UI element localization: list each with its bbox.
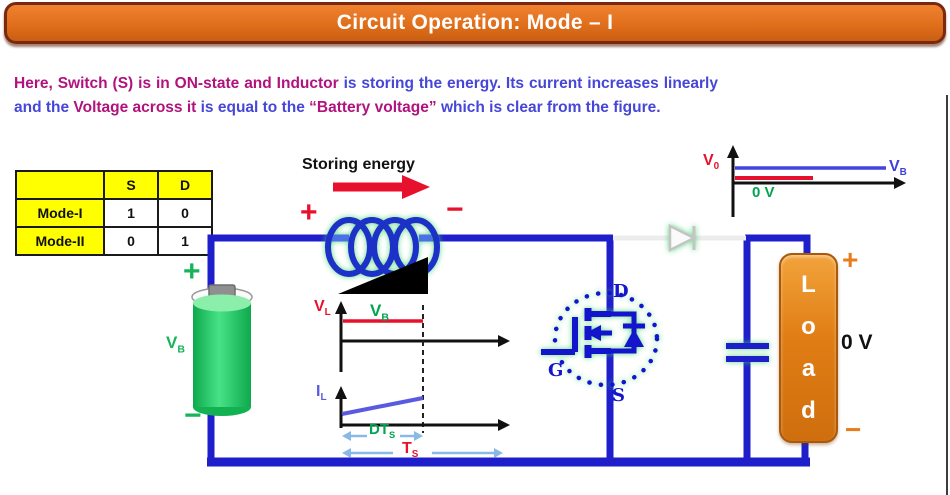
mode2-label: Mode-II [15, 226, 105, 256]
mode2-s-value: 0 [103, 226, 159, 256]
output-minus-sign: − [845, 414, 862, 445]
table-row: Mode-II 0 1 [15, 226, 213, 256]
storing-energy-arrow [333, 175, 430, 199]
il-axis-label: IL [316, 383, 327, 404]
load-block: L o a d [779, 253, 838, 443]
load-letter: L [801, 271, 816, 298]
mode1-label: Mode-I [15, 198, 105, 228]
v0-axis-label: V0 [703, 152, 720, 173]
load-letter: o [801, 313, 816, 340]
storing-energy-label: Storing energy [302, 156, 415, 173]
capacitor-icon [726, 343, 769, 362]
slide-edge-divider [946, 95, 948, 495]
mode1-s-value: 1 [103, 198, 159, 228]
intro-segment: which is clear from the figure. [440, 98, 661, 116]
diode-icon [668, 223, 697, 253]
circuit-wires [207, 234, 811, 467]
mode1-d-value: 0 [157, 198, 213, 228]
load-letter: d [801, 397, 816, 424]
intro-segment: Here, Switch (S) is in ON-state and Indu… [14, 74, 344, 92]
mode-table-header-row: S D [15, 170, 213, 200]
mosfet-drain-label: D [613, 281, 629, 302]
output-plus-sign: + [842, 244, 859, 275]
title-banner: Circuit Operation: Mode – I [4, 2, 946, 44]
battery-plus-sign: + [183, 255, 201, 288]
mode-table-header-s: S [103, 170, 159, 200]
vl-axis-label: VL [314, 298, 331, 319]
load-letter: a [801, 355, 816, 382]
battery-minus-sign: − [184, 399, 202, 432]
output-voltage-graph [727, 145, 906, 217]
intro-segment: is storing the energy. Its current incre… [14, 74, 718, 116]
battery-icon [191, 284, 253, 416]
inductor-minus-sign: − [446, 193, 464, 226]
battery-voltage-label: VB [166, 333, 185, 356]
dts-span-label: DTS [369, 421, 396, 440]
page-title: Circuit Operation: Mode – I [336, 11, 614, 34]
intro-paragraph: Here, Switch (S) is in ON-state and Indu… [14, 72, 718, 120]
mode-table: S D Mode-I 1 0 Mode-II 0 1 [15, 170, 213, 256]
mode-table-header-d: D [157, 170, 213, 200]
vb-output-label: VB [889, 158, 907, 179]
mosfet-gate-label: G [548, 360, 564, 381]
ts-span-label: TS [402, 440, 419, 461]
inductor-icon [325, 217, 440, 277]
vb-level-label: VB [370, 301, 389, 324]
mode-table-corner-cell [15, 170, 105, 200]
table-row: Mode-I 1 0 [15, 198, 213, 228]
inductor-plus-sign: + [300, 196, 318, 229]
output-voltage-value: 0 V [841, 331, 873, 354]
intro-segment: “Battery voltage” [309, 98, 441, 116]
intro-segment: is equal to the [200, 98, 310, 116]
mosfet-source-label: S [612, 385, 625, 406]
inductor-waveform-graph [335, 301, 510, 458]
intro-segment: Voltage across it [73, 98, 201, 116]
current-ramp-triangle [338, 257, 428, 294]
zero-volt-output-label: 0 V [752, 184, 775, 201]
mode2-d-value: 1 [157, 226, 213, 256]
